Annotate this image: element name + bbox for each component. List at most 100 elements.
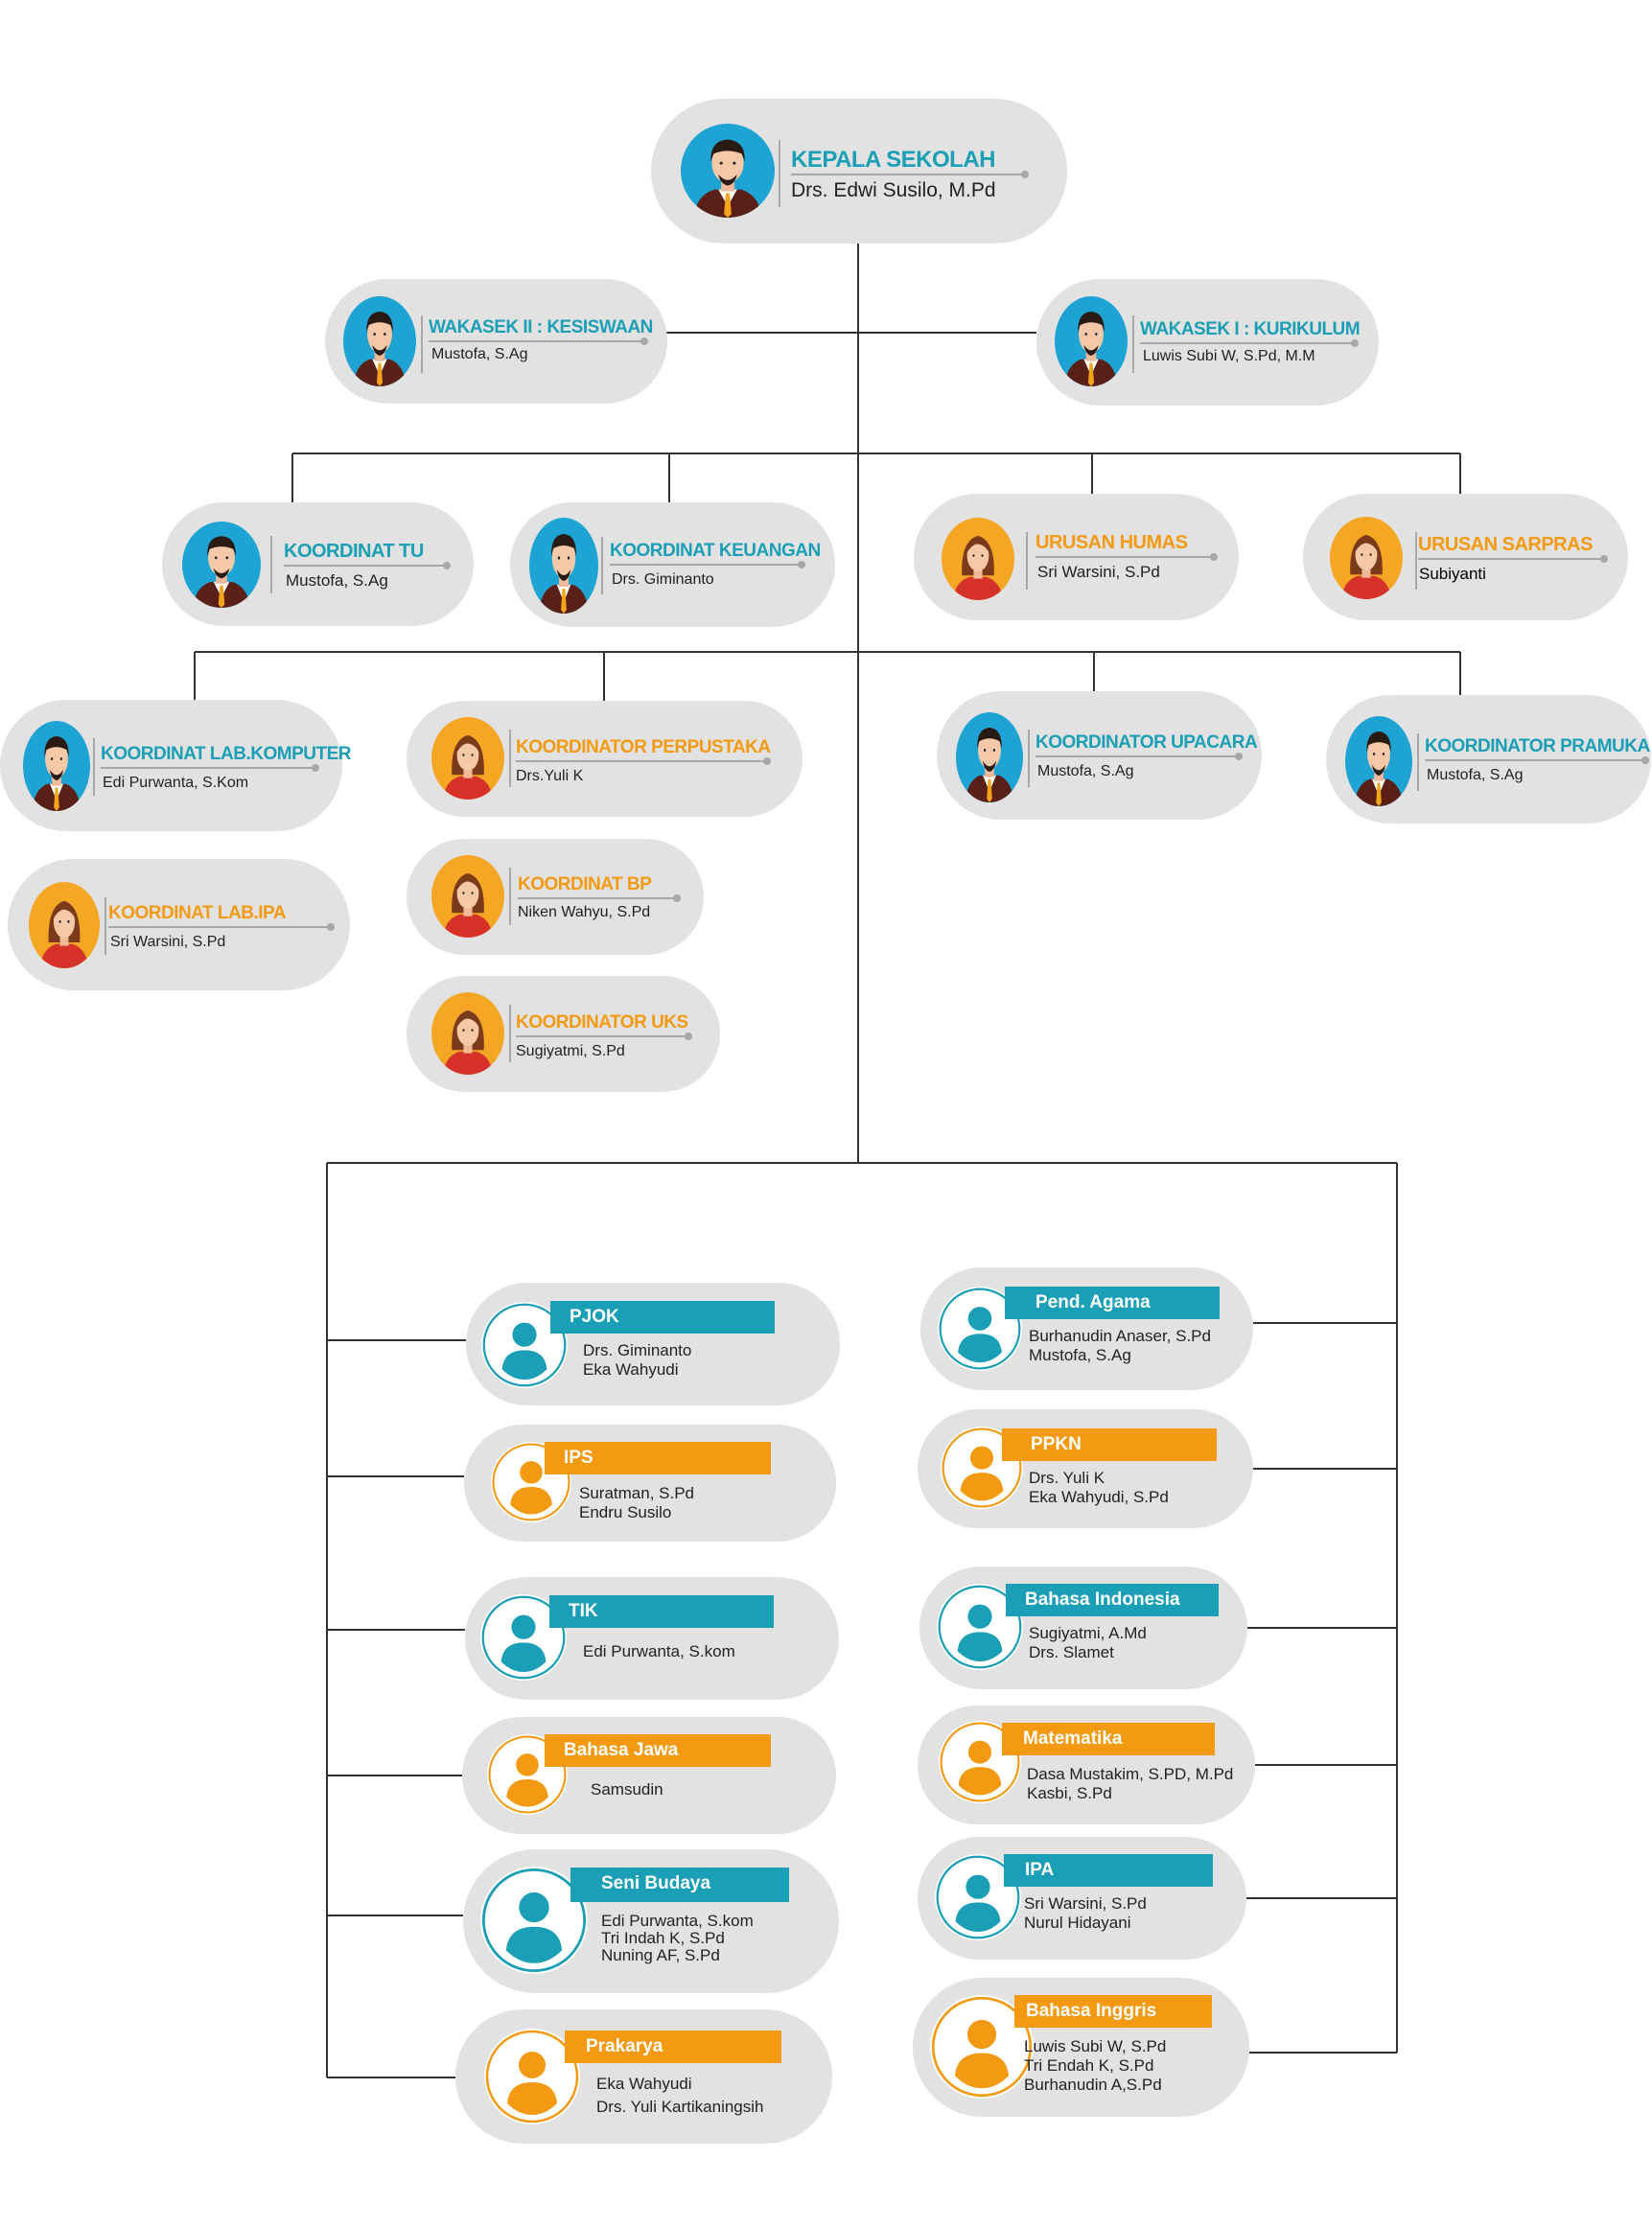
subject-card-ppkn: PPKN Drs. Yuli K Eka Wahyudi, S.Pd: [918, 1409, 1253, 1528]
koordinat-tu-name: Mustofa, S.Ag: [286, 571, 388, 590]
subject-label: Bahasa Inggris: [1014, 1995, 1212, 2028]
head-card: KEPALA SEKOLAH Drs. Edwi Susilo, M.Pd: [651, 99, 1067, 244]
subject-card-bahasa-jawa: Bahasa Jawa Samsudin: [462, 1717, 836, 1834]
person-icon: [484, 2029, 580, 2124]
teacher-name: Samsudin: [591, 1780, 663, 1799]
teacher-name: Edi Purwanta, S.kom: [583, 1642, 735, 1660]
urusan-humas-name: Sri Warsini, S.Pd: [1037, 563, 1160, 581]
koordinat-tu-card: KOORDINAT TU Mustofa, S.Ag: [162, 502, 474, 626]
subject-label: PPKN: [1002, 1428, 1217, 1461]
wakasek-kurikulum-card: WAKASEK I : KURIKULUM Luwis Subi W, S.Pd…: [1036, 279, 1379, 406]
teacher-name: Eka Wahyudi, S.Pd: [1029, 1488, 1169, 1506]
subject-label: TIK: [549, 1595, 774, 1628]
subject-card-bahasa-inggris: Bahasa Inggris Luwis Subi W, S.Pd Tri En…: [913, 1978, 1249, 2117]
male-avatar-icon: [529, 518, 598, 614]
female-avatar-icon: [1330, 517, 1403, 599]
male-avatar-icon: [182, 522, 261, 608]
urusan-sarpras-card: URUSAN SARPRAS Subiyanti: [1303, 494, 1628, 620]
koordinat-lab-ipa-card: KOORDINAT LAB.IPA Sri Warsini, S.Pd: [8, 859, 350, 990]
koordinator-perpustaka-card: KOORDINATOR PERPUSTAKA Drs.Yuli K: [407, 701, 803, 817]
male-avatar-icon: [1345, 716, 1412, 806]
teacher-name: Drs. Yuli Kartikaningsih: [596, 2098, 764, 2116]
teacher-name: Drs. Yuli K: [1029, 1469, 1105, 1487]
subject-label: IPS: [545, 1442, 771, 1474]
koordinator-upacara-title: KOORDINATOR UPACARA: [1035, 732, 1258, 753]
subject-label: PJOK: [550, 1301, 775, 1334]
teacher-name: Eka Wahyudi: [583, 1360, 679, 1379]
female-avatar-icon: [942, 518, 1014, 600]
teacher-name: Drs. Slamet: [1029, 1643, 1114, 1661]
koordinat-bp-name: Niken Wahyu, S.Pd: [518, 904, 651, 920]
female-avatar-icon: [29, 882, 100, 968]
koordinator-perpustaka-title: KOORDINATOR PERPUSTAKA: [516, 737, 771, 757]
person-icon: [487, 1734, 568, 1815]
subject-card-matematika: Matematika Dasa Mustakim, S.PD, M.Pd Kas…: [918, 1706, 1255, 1824]
koordinat-tu-title: KOORDINAT TU: [284, 541, 424, 562]
koordinator-upacara-name: Mustofa, S.Ag: [1037, 763, 1134, 779]
wakasek-kurikulum-name: Luwis Subi W, S.Pd, M.M: [1143, 348, 1315, 364]
koordinator-pramuka-card: KOORDINATOR PRAMUKA Mustofa, S.Ag: [1326, 695, 1651, 824]
subject-card-pjok: PJOK Drs. Giminanto Eka Wahyudi: [466, 1283, 840, 1405]
subject-card-seni-budaya: Seni Budaya Edi Purwanta, S.kom Tri Inda…: [463, 1849, 839, 1993]
subject-label: Bahasa Jawa: [545, 1734, 771, 1767]
koordinat-lab-ipa-title: KOORDINAT LAB.IPA: [108, 903, 287, 923]
koordinator-pramuka-name: Mustofa, S.Ag: [1427, 767, 1524, 783]
koordinat-keuangan-card: KOORDINAT KEUANGAN Drs. Giminanto: [510, 502, 835, 627]
male-avatar-icon: [956, 712, 1023, 802]
teacher-name: Mustofa, S.Ag: [1029, 1346, 1131, 1364]
teacher-name: Sugiyatmi, A.Md: [1029, 1624, 1147, 1642]
male-avatar-icon: [681, 124, 775, 218]
subject-card-tik: TIK Edi Purwanta, S.kom: [465, 1577, 839, 1700]
subject-label: Pend. Agama: [1005, 1287, 1220, 1319]
teacher-name: Kasbi, S.Pd: [1027, 1784, 1112, 1802]
teacher-name: Endru Susilo: [579, 1503, 672, 1521]
subject-label: Matematika: [1002, 1723, 1215, 1755]
teacher-name: Burhanudin A,S.Pd: [1024, 2076, 1162, 2094]
koordinat-bp-card: KOORDINAT BP Niken Wahyu, S.Pd: [407, 839, 704, 955]
person-icon: [935, 1854, 1021, 1940]
subject-label: Prakarya: [565, 2031, 781, 2063]
teacher-name: Drs. Giminanto: [583, 1341, 692, 1359]
koordinat-lab-ipa-name: Sri Warsini, S.Pd: [110, 934, 226, 950]
teacher-name: Nuning AF, S.Pd: [601, 1946, 720, 1964]
teacher-name: Burhanudin Anaser, S.Pd: [1029, 1327, 1211, 1345]
person-icon: [930, 1995, 1034, 2099]
teacher-name: Edi Purwanta, S.kom: [601, 1912, 754, 1930]
male-avatar-icon: [1055, 296, 1128, 386]
subject-card-ips: IPS Suratman, S.Pd Endru Susilo: [464, 1425, 836, 1542]
wakasek-kurikulum-title: WAKASEK I : KURIKULUM: [1140, 319, 1361, 339]
teacher-name: Suratman, S.Pd: [579, 1484, 695, 1502]
teacher-name: Tri Indah K, S.Pd: [601, 1929, 725, 1947]
person-icon: [480, 1867, 588, 1974]
koordinat-keuangan-name: Drs. Giminanto: [612, 571, 714, 588]
wakasek-kesiswaan-title: WAKASEK II : KESISWAAN: [429, 317, 653, 337]
female-avatar-icon: [431, 992, 504, 1075]
male-avatar-icon: [343, 296, 416, 386]
female-avatar-icon: [431, 855, 504, 938]
urusan-sarpras-title: URUSAN SARPRAS: [1418, 534, 1593, 555]
teacher-name: Dasa Mustakim, S.PD, M.Pd: [1027, 1765, 1234, 1783]
subject-card-pend-agama: Pend. Agama Burhanudin Anaser, S.Pd Must…: [920, 1267, 1253, 1390]
koordinator-pramuka-title: KOORDINATOR PRAMUKA: [1425, 736, 1650, 756]
person-icon: [941, 1427, 1023, 1509]
male-avatar-icon: [23, 721, 90, 811]
koordinat-keuangan-title: KOORDINAT KEUANGAN: [610, 541, 821, 561]
subject-label: Seni Budaya: [570, 1868, 789, 1902]
teacher-name: Eka Wahyudi: [596, 2075, 692, 2093]
koordinat-lab-komputer-name: Edi Purwanta, S.Kom: [103, 775, 249, 791]
urusan-humas-title: URUSAN HUMAS: [1035, 532, 1188, 553]
head-name: Drs. Edwi Susilo, M.Pd: [791, 179, 996, 201]
head-title: KEPALA SEKOLAH: [791, 147, 996, 173]
teacher-name: Nurul Hidayani: [1024, 1914, 1131, 1932]
koordinator-upacara-card: KOORDINATOR UPACARA Mustofa, S.Ag: [937, 691, 1262, 820]
subject-card-bahasa-indonesia: Bahasa Indonesia Sugiyatmi, A.Md Drs. Sl…: [919, 1567, 1247, 1689]
subject-card-prakarya: Prakarya Eka Wahyudi Drs. Yuli Kartikani…: [455, 2009, 832, 2144]
koordinator-uks-title: KOORDINATOR UKS: [516, 1012, 688, 1033]
koordinat-lab-komputer-card: KOORDINAT LAB.KOMPUTER Edi Purwanta, S.K…: [0, 700, 351, 831]
koordinator-perpustaka-name: Drs.Yuli K: [516, 768, 584, 784]
teacher-name: Sri Warsini, S.Pd: [1024, 1894, 1147, 1913]
subject-label: Bahasa Indonesia: [1006, 1584, 1219, 1616]
female-avatar-icon: [431, 717, 504, 800]
koordinat-bp-title: KOORDINAT BP: [518, 874, 652, 894]
